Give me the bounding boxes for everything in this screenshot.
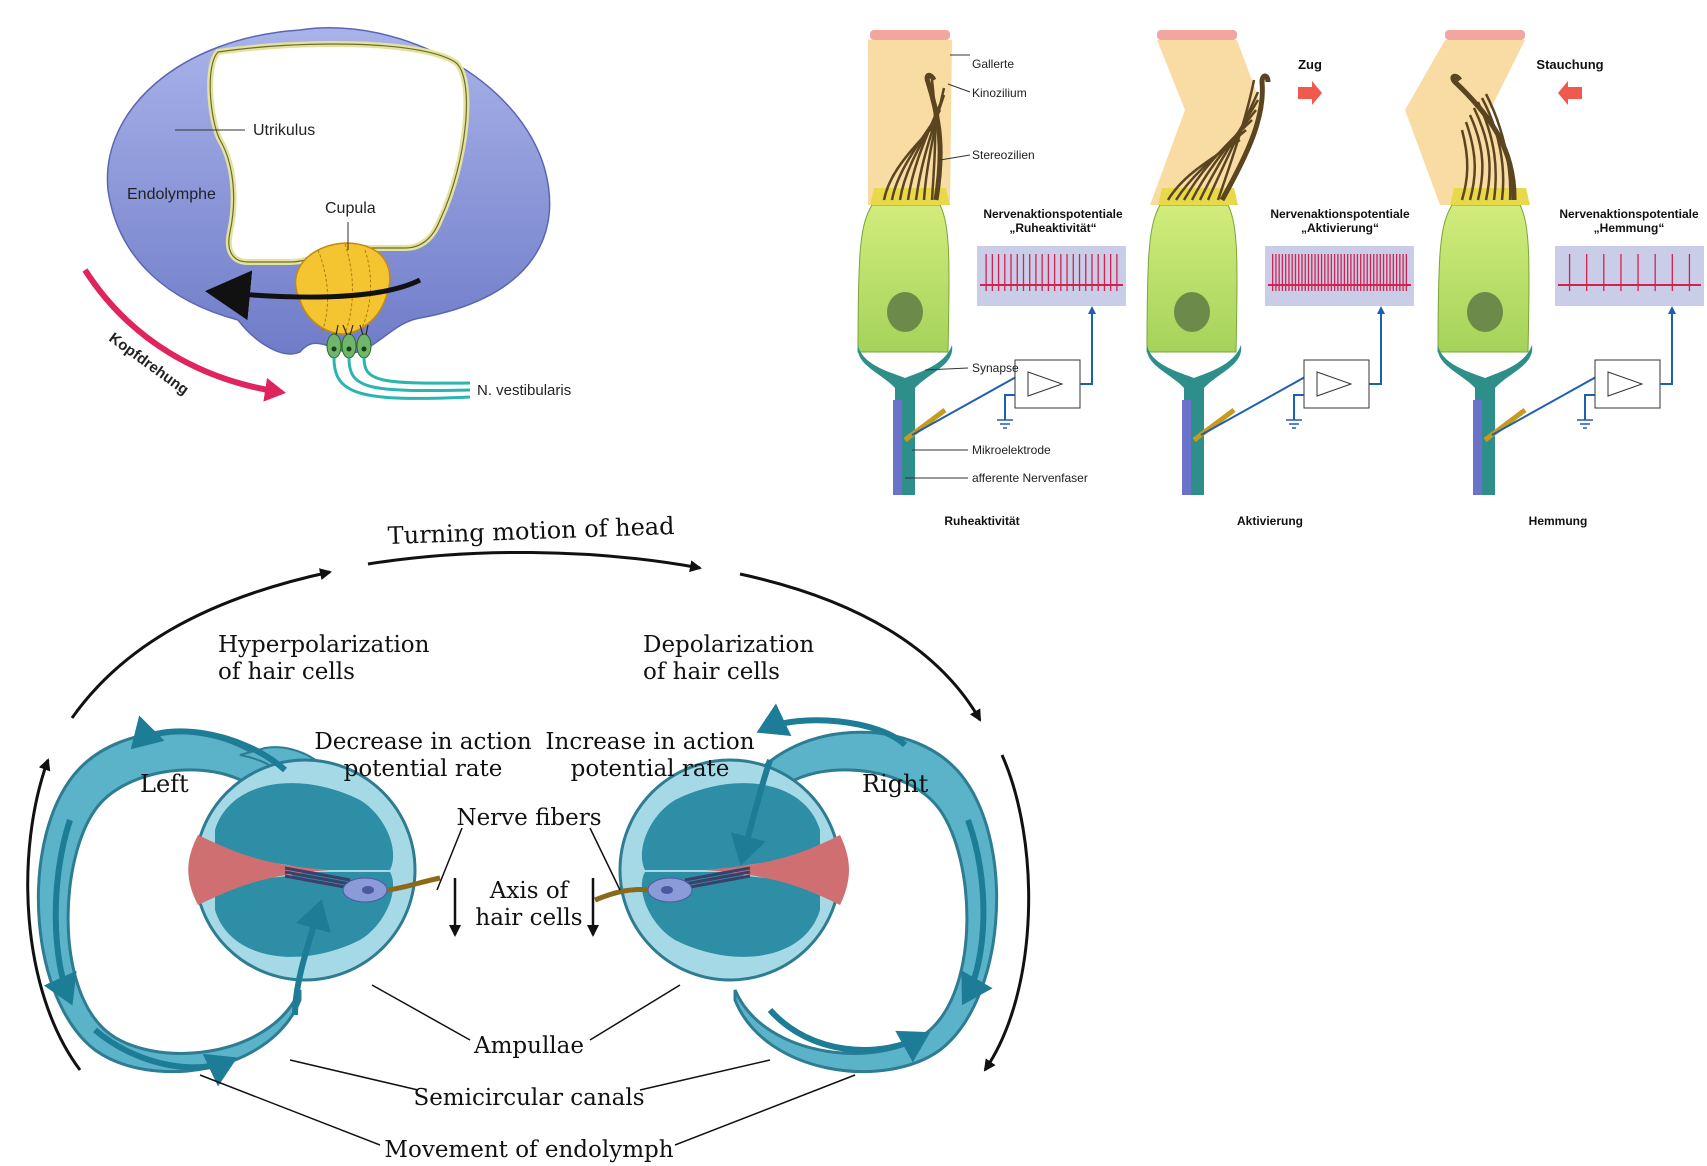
cupula-diagram: Utrikulus Endolymphe Cupula N. vestibula… xyxy=(82,27,571,402)
increase-rate-line-1: Increase in action xyxy=(545,729,754,755)
depolarization-line-2: of hair cells xyxy=(643,659,780,685)
hair-cell-panel-inhibition xyxy=(1405,30,1704,495)
endolymph-movement-label: Movement of endolymph xyxy=(384,1137,673,1163)
caption-rest: Ruheaktivität xyxy=(944,514,1019,528)
push-arrow xyxy=(1558,81,1582,105)
left-label: Left xyxy=(140,770,189,798)
decrease-rate-line-1: Decrease in action xyxy=(314,729,531,755)
axis-label-2: hair cells xyxy=(475,905,582,931)
force-label-push: Stauchung xyxy=(1536,57,1603,72)
left-flow-arrow-bottom xyxy=(93,1027,238,1087)
left-flow-arrow-side xyxy=(43,819,77,1006)
gallerte-label: Gallerte xyxy=(972,57,1014,71)
microelectrode-label: Mikroelektrode xyxy=(972,443,1051,457)
right-label: Right xyxy=(862,770,929,798)
hair-cell-panel-activation xyxy=(1146,30,1414,495)
right-flow-arrow-inner xyxy=(730,759,773,866)
pull-arrow xyxy=(1298,81,1322,105)
head-turn-arrow-left xyxy=(70,568,332,719)
semicircular-canals-label: Semicircular canals xyxy=(413,1085,644,1111)
trace-title-rest-2: „Ruheaktivität“ xyxy=(1009,221,1096,235)
nerve-fibers-label: Nerve fibers xyxy=(456,805,601,831)
endolymph-flow-arrow xyxy=(205,270,422,321)
force-label-pull: Zug xyxy=(1298,57,1322,72)
action-potential-trace-inhibition xyxy=(1558,254,1701,291)
axis-label-1: Axis of xyxy=(489,878,570,904)
right-flow-arrow-bottom xyxy=(767,1008,931,1063)
caption-inhibition: Hemmung xyxy=(1529,514,1588,528)
right-canal xyxy=(594,703,999,1074)
left-side-arrow xyxy=(26,758,82,1071)
trace-title-activation-2: „Aktivierung“ xyxy=(1301,221,1379,235)
right-side-arrow xyxy=(983,754,1031,1072)
hair-cell-panel-rest xyxy=(857,30,1126,495)
synapse-label: Synapse xyxy=(972,361,1019,375)
utriculus-wall xyxy=(207,40,470,265)
head-turn-arrow-mid xyxy=(367,550,702,573)
right-flow-arrow-side xyxy=(961,818,993,1006)
trace-title-inhibition-2: „Hemmung“ xyxy=(1594,221,1665,235)
hyperpolarization-line-1: Hyperpolarization xyxy=(218,632,430,658)
right-flow-arrow-top xyxy=(756,703,908,748)
action-potential-trace-rest xyxy=(980,254,1123,291)
right-cupula xyxy=(705,835,849,905)
semicircular-canal-diagram: Turning motion of head Hyperpolarization… xyxy=(26,512,1031,1163)
left-flow-arrow-inner xyxy=(292,899,331,1016)
ampullae-label: Ampullae xyxy=(473,1033,584,1059)
cupula-label: Cupula xyxy=(325,200,376,217)
hair-cell-panels: Gallerte Kinozilium Stereozilien Synapse… xyxy=(857,30,1704,528)
trace-title-inhibition-1: Nervenaktionspotentiale xyxy=(1559,207,1699,221)
left-cupula xyxy=(188,835,330,905)
head-rotation-arrow xyxy=(82,268,286,402)
trace-title-rest-1: Nervenaktionspotentiale xyxy=(983,207,1123,221)
stereozilien-label: Stereozilien xyxy=(972,148,1035,162)
endolymph-label: Endolymphe xyxy=(127,186,216,203)
vestibular-nerve-label: N. vestibularis xyxy=(477,382,571,399)
utriculus-label: Utrikulus xyxy=(253,122,315,139)
increase-rate-line-2: potential rate xyxy=(571,756,730,782)
head-turn-arrow-right xyxy=(739,572,982,722)
hyperpolarization-line-2: of hair cells xyxy=(218,659,355,685)
depolarization-line-1: Depolarization xyxy=(643,632,814,658)
trace-title-activation-1: Nervenaktionspotentiale xyxy=(1270,207,1410,221)
turning-motion-title: Turning motion of head xyxy=(387,512,675,550)
nerve-fibers xyxy=(332,357,471,400)
caption-activation: Aktivierung xyxy=(1237,514,1303,528)
kinozilium-label: Kinozilium xyxy=(972,86,1027,100)
left-canal xyxy=(36,715,441,1087)
afferent-fiber-label: afferente Nervenfaser xyxy=(972,471,1088,485)
action-potential-trace-activation xyxy=(1268,254,1411,291)
trace-box xyxy=(977,246,1126,306)
left-flow-arrow-top xyxy=(130,715,287,773)
decrease-rate-line-2: potential rate xyxy=(344,756,503,782)
